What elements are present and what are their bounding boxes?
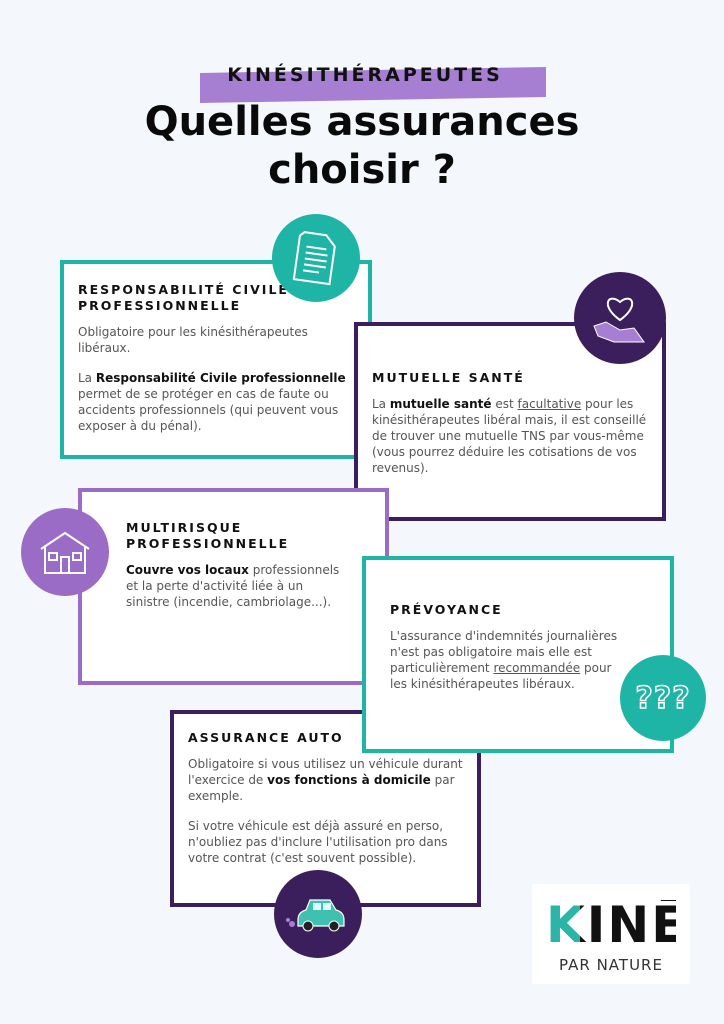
- page-title: Quelles assurances choisir ?: [0, 98, 724, 194]
- card-title: RESPONSABILITÉ CIVILE PROFESSIONNELLE: [78, 282, 289, 313]
- card-text: L'assurance d'indemnités journalières n'…: [390, 629, 618, 691]
- card-multirisque: MULTIRISQUE PROFESSIONNELLE Couvre vos l…: [78, 488, 389, 685]
- logo-brand: KINĒ: [546, 896, 688, 954]
- title-line-2: choisir ?: [268, 147, 456, 193]
- card-text: Obligatoire pour les kinésithérapeutes l…: [78, 325, 308, 355]
- kicker: KINÉSITHÉRAPEUTES: [227, 64, 503, 86]
- card-title: ASSURANCE AUTO: [188, 730, 344, 745]
- card-text: Couvre vos locaux professionnels et la p…: [126, 563, 340, 609]
- card-title: PRÉVOYANCE: [390, 602, 503, 617]
- logo-tagline: PAR NATURE: [559, 956, 663, 974]
- card-text: La Responsabilité Civile professionnelle…: [78, 371, 346, 433]
- card-text: La mutuelle santé est facultative pour l…: [372, 397, 647, 475]
- card-prevoyance: PRÉVOYANCE L'assurance d'indemnités jour…: [362, 556, 674, 753]
- card-title: MULTIRISQUE PROFESSIONNELLE: [126, 520, 290, 551]
- card-text: Obligatoire si vous utilisez un véhicule…: [188, 757, 463, 803]
- title-line-1: Quelles assurances: [144, 99, 580, 145]
- house-icon: [21, 508, 109, 596]
- heart-hand-icon: [574, 272, 666, 364]
- question-marks-text: ???: [635, 680, 691, 717]
- logo-kine-par-nature: KINĒ PAR NATURE: [532, 884, 690, 984]
- car-icon: [274, 870, 362, 958]
- card-text: Si votre véhicule est déjà assuré en per…: [188, 819, 448, 865]
- question-marks-icon: ???: [620, 655, 706, 741]
- card-title: MUTUELLE SANTÉ: [372, 370, 525, 385]
- document-icon: [272, 214, 360, 302]
